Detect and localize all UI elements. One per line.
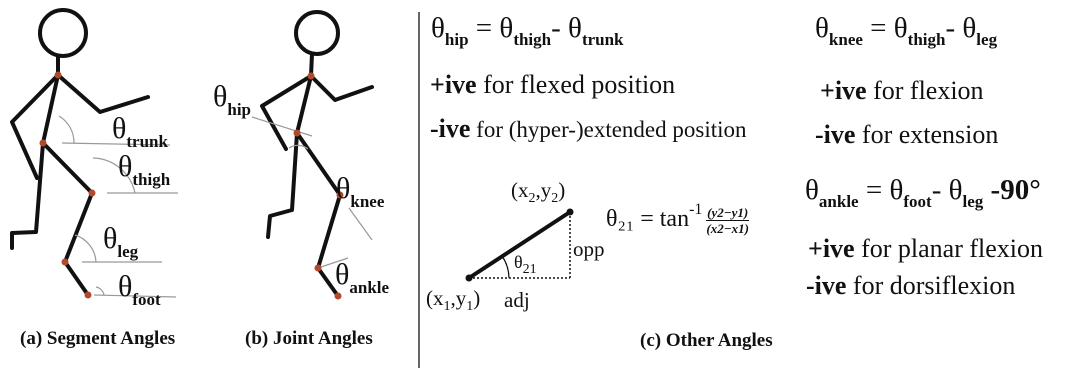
tan-fraction: (y2−y1)(x2−x1) [706,204,749,236]
arm-back-a [10,73,60,180]
hip-negative-note: -ive for (hyper-)extended position [430,114,747,143]
joints-a [39,71,96,299]
point-2 [566,208,574,216]
tan-equation: θ₂₁ = tan-1(y2−y1)(x2−x1) [606,201,749,236]
theta-thigh-label: θthigh [118,150,171,189]
ankle-positive-note: +ive for planar flexion [808,234,1044,263]
ankle-negative-note: -ive for dorsiflexion [806,271,1016,300]
hypotenuse [467,210,572,280]
ankle-equation: θankle = θfoot- θleg -90° [805,174,1041,211]
theta-hip-label: θhip [213,80,252,119]
caption-joint-angles: (b) Joint Angles [245,328,373,349]
arm-front-b [309,74,374,102]
thigh-front-a [41,141,94,195]
angle-label: θ21 [514,252,537,277]
trunk-b [295,74,313,135]
angle-triangle [467,210,572,280]
guides-b [251,116,373,269]
caption-segment-angles: (a) Segment Angles [20,328,176,349]
arm-front-a [56,73,150,114]
head-a [38,8,88,58]
knee-positive-note: +ive for flexion [820,76,984,105]
point-1 [465,274,473,282]
adjacent-label: adj [504,288,530,312]
hip-positive-note: +ive for flexed position [430,70,676,99]
knee-negative-note: -ive for extension [815,120,999,149]
theta-trunk-label: θtrunk [112,112,168,151]
point-1-label: (x1,y1) [426,286,481,314]
head-b [294,10,340,56]
hip-equation: θhip = θthigh- θtrunk [431,12,624,49]
theta-foot-label: θfoot [118,270,161,309]
stick-figure-b [260,10,374,298]
joints-b [293,72,344,300]
theta-leg-label: θleg [103,222,139,261]
guides-a [58,115,178,298]
arm-back-b [260,74,313,151]
stick-figure-a [10,8,150,297]
leg-back-b [266,131,299,239]
theta-knee-label: θknee [336,172,385,211]
angle-arc [501,255,510,279]
theta-ankle-label: θankle [335,258,390,297]
point-2-label: (x2,y2) [511,178,566,206]
leg-back-a [10,141,45,250]
neck-b [309,52,314,78]
opposite-label: opp [573,237,605,261]
caption-other-angles: (c) Other Angles [640,330,773,351]
knee-equation: θknee = θthigh- θleg [815,12,998,49]
thigh-b [295,131,342,197]
trunk-a [41,73,60,145]
